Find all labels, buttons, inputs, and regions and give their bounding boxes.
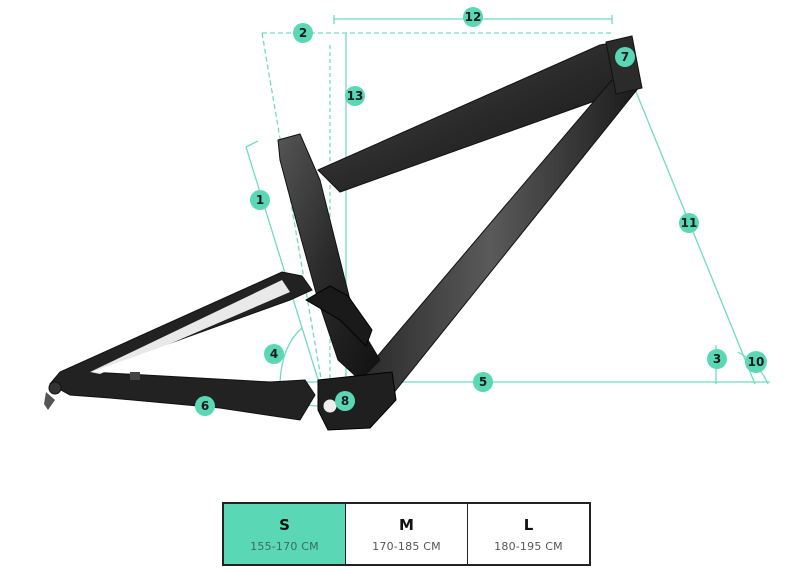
size-option-m[interactable]: M 170-185 CM <box>346 504 468 564</box>
marker-2: 2 <box>293 23 313 43</box>
size-code: S <box>279 515 290 534</box>
svg-text:5: 5 <box>479 375 487 389</box>
marker-11: 11 <box>679 213 699 233</box>
svg-text:3: 3 <box>713 352 721 366</box>
size-option-s[interactable]: S 155-170 CM <box>224 504 346 564</box>
marker-7: 7 <box>615 47 635 67</box>
marker-8: 8 <box>335 391 355 411</box>
size-code: M <box>399 515 414 534</box>
marker-13: 13 <box>345 86 365 106</box>
size-code: L <box>523 515 534 534</box>
frame-geometry-diagram: 12 2 7 13 1 11 4 3 10 5 8 6 <box>44 7 770 431</box>
size-range: 155-170 CM <box>250 539 319 553</box>
svg-text:13: 13 <box>347 89 364 103</box>
marker-6: 6 <box>195 396 215 416</box>
svg-text:6: 6 <box>201 399 209 413</box>
svg-text:7: 7 <box>621 50 629 64</box>
marker-5: 5 <box>473 372 493 392</box>
marker-10: 10 <box>745 351 767 373</box>
svg-text:12: 12 <box>465 10 482 24</box>
svg-text:1: 1 <box>256 193 264 207</box>
size-selector: S 155-170 CM M 170-185 CM L 180-195 CM <box>222 502 591 566</box>
marker-3: 3 <box>707 349 727 369</box>
size-range: 170-185 CM <box>372 539 441 553</box>
marker-12: 12 <box>463 7 483 27</box>
marker-4: 4 <box>264 344 284 364</box>
svg-text:10: 10 <box>748 355 765 369</box>
bike-frame <box>44 35 643 431</box>
svg-text:2: 2 <box>299 26 307 40</box>
marker-1: 1 <box>250 190 270 210</box>
size-option-l[interactable]: L 180-195 CM <box>468 504 589 564</box>
svg-text:11: 11 <box>681 216 698 230</box>
svg-text:4: 4 <box>270 347 278 361</box>
svg-text:8: 8 <box>341 394 349 408</box>
geometry-markers: 12 2 7 13 1 11 4 3 10 5 8 6 <box>195 7 767 416</box>
size-range: 180-195 CM <box>494 539 563 553</box>
